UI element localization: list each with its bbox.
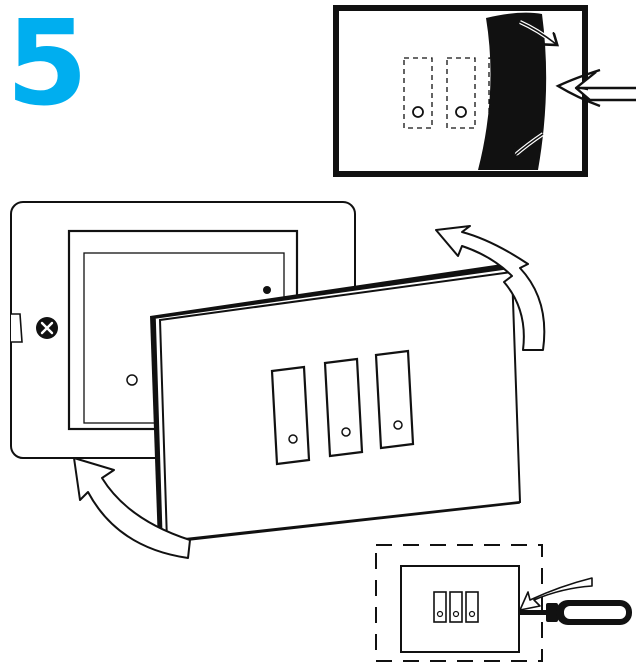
inset-screwdriver-detail [375, 544, 632, 662]
inset-lever-arrow [519, 577, 593, 611]
inset-border [333, 5, 588, 177]
screwdriver-icon [520, 600, 632, 625]
switch-3 [374, 349, 415, 450]
release-tab [11, 313, 23, 343]
switch-3-indicator [393, 420, 403, 430]
inset-switch-3 [465, 591, 479, 623]
inset-frame-detail [333, 5, 636, 177]
inset-dashed-border [375, 544, 543, 662]
inset-switch-1 [433, 591, 447, 623]
inset-arrow-down [514, 133, 544, 156]
switch-2 [323, 357, 364, 458]
base-plate-screw-hole [126, 374, 138, 386]
switch-2-indicator [341, 427, 351, 437]
arrow-tilt-bottom [73, 457, 191, 559]
tilt-arrows [73, 225, 546, 559]
step-number: 5 [6, 0, 88, 132]
inset-switch-2 [449, 591, 463, 623]
inset-lifting-plate [478, 12, 547, 170]
switch-1-indicator [288, 434, 298, 444]
switch-1 [270, 365, 311, 466]
inset-arrow-up [519, 21, 556, 44]
inset-slot-2 [446, 57, 476, 129]
base-plate-dot [263, 286, 271, 294]
x-close-icon-glyph [40, 321, 54, 335]
inset-slot-hole-2 [455, 106, 467, 118]
inset-push-arrowhead [555, 68, 601, 108]
inset-slot-hole-1 [412, 106, 424, 118]
inset-slot-1 [403, 57, 433, 129]
front-cover-plate [150, 263, 522, 544]
arrow-tilt-top [435, 225, 546, 351]
inset-push-arrow [574, 71, 636, 102]
